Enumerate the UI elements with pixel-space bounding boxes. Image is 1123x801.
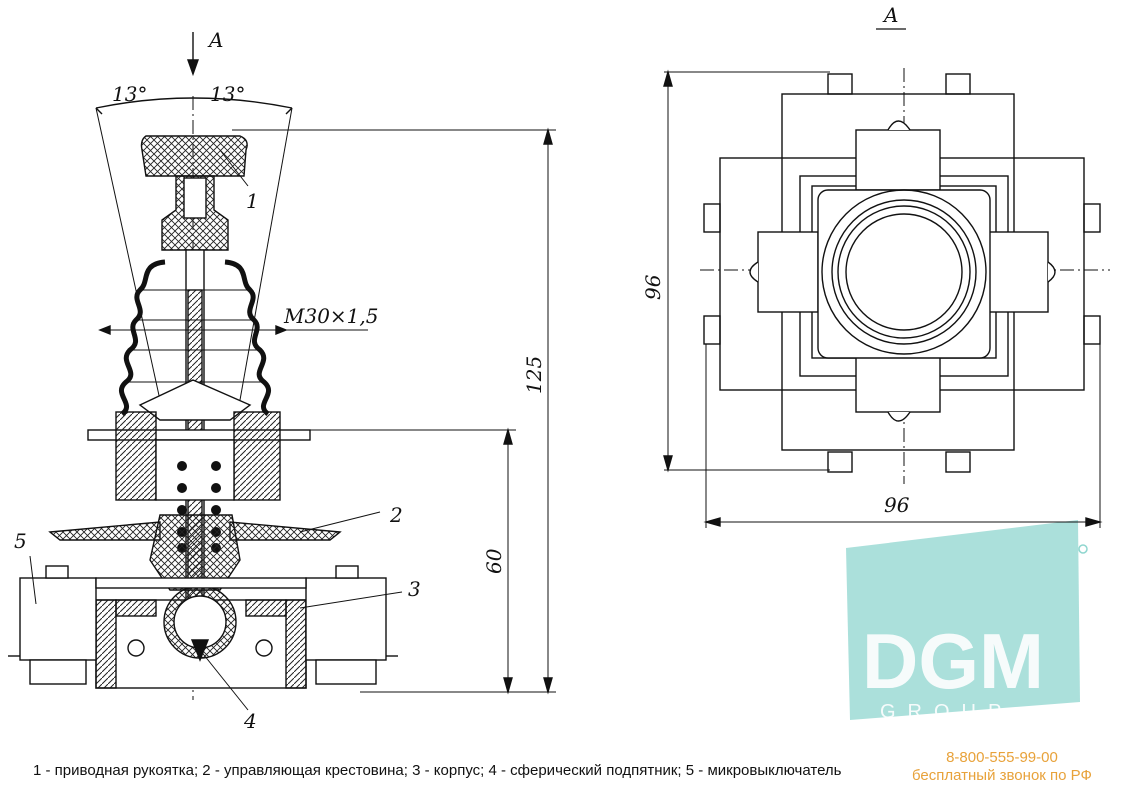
phone-note: бесплатный звонок по РФ xyxy=(912,767,1092,784)
direction-label-a: A xyxy=(207,28,223,52)
top-view-a: A 96 xyxy=(641,3,1110,528)
angle-left-label: 13° xyxy=(112,82,147,106)
dim-96-vertical: 96 xyxy=(641,274,665,300)
dim-125-label: 125 xyxy=(522,356,546,394)
dim-96-horizontal: 96 xyxy=(884,493,910,517)
watermark-phone: 8-800-555-99-00 бесплатный звонок по РФ xyxy=(912,749,1092,785)
callout-3: 3 xyxy=(408,577,421,601)
angle-right-label: 13° xyxy=(210,82,245,106)
top-view-title: A xyxy=(882,3,898,27)
dim-60-label: 60 xyxy=(482,548,506,574)
callout-4: 4 xyxy=(243,709,257,733)
callout-1: 1 xyxy=(246,189,259,213)
phone-number: 8-800-555-99-00 xyxy=(946,749,1058,766)
dgm-watermark-logo: DGM GROUP xyxy=(846,520,1088,723)
section-view: A 13° 13° M30×1,5 xyxy=(8,28,556,711)
thread-label: M30×1,5 xyxy=(283,304,379,328)
callout-2: 2 xyxy=(389,503,403,527)
part-callouts: 1 2 3 4 5 xyxy=(14,189,421,733)
logo-main-text: DGM xyxy=(862,617,1044,705)
callout-5: 5 xyxy=(14,529,27,553)
legend-caption: 1 - приводная рукоятка; 2 - управляющая … xyxy=(33,762,842,779)
logo-sub-text: GROUP xyxy=(880,701,1013,723)
